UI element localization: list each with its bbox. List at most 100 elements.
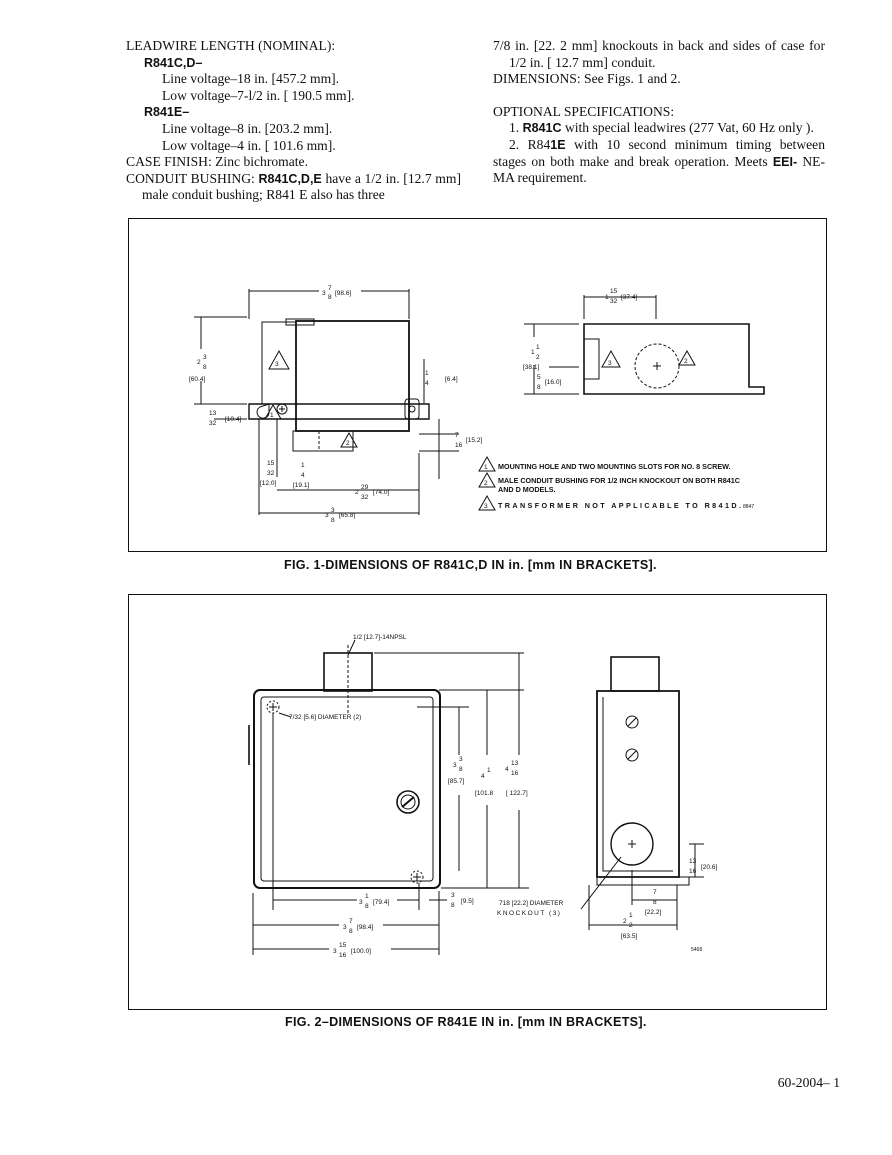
fig1-side-body [583, 323, 765, 395]
fig1-note2a: MALE CONDUIT BUSHING FOR 1/2 INCH KNOCKO… [498, 476, 740, 485]
figure-2-drawing: 1/2 [12.7]-14NPSL 7/32 [5.6] DIAMETER (2… [248, 634, 717, 959]
fig2-front-body [253, 689, 441, 889]
f2-r-n: 3 [451, 892, 455, 899]
fig1-note3-triangle-icon [268, 349, 290, 370]
f1-h-n: 3 [203, 354, 207, 361]
fig1-note1-triangle-icon [264, 403, 282, 420]
fig1-note3: TRANSFORMER NOT APPLICABLE TO R841D. [498, 501, 743, 510]
conduit-text: have a 1/2 in. [12.7 mm] male conduit bu… [142, 170, 461, 203]
fig1-mounting-hole-icon [276, 403, 288, 415]
f2-h2-mm: [101.8 [475, 790, 493, 797]
page-number: 60-2004– 1 [777, 1075, 840, 1090]
case-finish: CASE FINISH: Zinc bichromate. [126, 154, 308, 170]
optional-heading: OPTIONAL SPECIFICATIONS: [493, 103, 675, 119]
optional-item-1: 1. R841C with special leadwires (277 Vat… [493, 120, 825, 137]
fig2-side-nipple [610, 656, 660, 692]
note3-triangle-icon [478, 494, 496, 511]
knockout-text: 7/8 in. [22. 2 mm] knockouts in back and… [493, 38, 825, 70]
cd-model: R841C,D– [144, 55, 203, 70]
conduit-models: R841C,D,E [258, 171, 322, 186]
fig1-note1: MOUNTING HOLE AND TWO MOUNTING SLOTS FOR… [498, 462, 731, 471]
f2-w3-whole: 3 [333, 948, 337, 955]
f2-w2-d: 8 [349, 928, 353, 935]
svg-text:3: 3 [484, 503, 488, 510]
f2-s1-mm: [20.6] [701, 864, 717, 871]
f1-sideh-n: 1 [536, 344, 540, 351]
f1-top-n: 7 [328, 285, 332, 292]
f2-w1-n: 1 [365, 893, 369, 900]
f1-full-n: 3 [331, 507, 335, 514]
f1-mid-mm: [74.0] [373, 489, 389, 496]
opt1-number: 1. [509, 120, 520, 136]
f2-h3-mm: [ 122.7] [506, 790, 528, 797]
leadwire-heading: LEADWIRE LENGTH (NOMINAL): [126, 38, 336, 53]
f2-r-mm: [9.5] [461, 898, 474, 905]
fig1-caption-pre: FIG. 1-DIMENSIONS OF [284, 558, 430, 572]
f2-h2-whole: 4 [481, 773, 485, 780]
fig1-base-flange [248, 403, 430, 420]
f1-top-d: 8 [328, 294, 332, 301]
f1-full-mm: [65.8] [339, 512, 355, 519]
fig2-knockout-label-1: 718 [22.2] DIAMETER [499, 900, 564, 907]
note1-triangle-icon [478, 455, 496, 472]
fig2-knockout-icon [610, 822, 654, 866]
figure-2-caption: FIG. 2–DIMENSIONS OF R841E IN in. [mm IN… [285, 1015, 647, 1029]
f2-s3-d: 2 [629, 922, 633, 929]
f1-base-mm: [10.4] [225, 416, 241, 423]
f2-s3-whole: 2 [623, 918, 627, 925]
f2-w2-whole: 3 [343, 924, 347, 931]
dimensions-ref: DIMENSIONS: See Figs. 1 and 2. [493, 71, 681, 87]
f1-left-d: 32 [267, 470, 275, 477]
f2-s1-n: 13 [689, 858, 697, 865]
f2-h3-d: 16 [511, 770, 519, 777]
f2-h1-d: 8 [459, 766, 463, 773]
f2-w1-mm: [79.4] [373, 899, 389, 906]
cd-low-voltage: Low voltage–7-l/2 in. [ 190.5 mm]. [162, 87, 355, 103]
figure-1-caption: FIG. 1-DIMENSIONS OF R841C,D IN in. [mm … [284, 558, 657, 572]
f1-right-d: 4 [425, 380, 429, 387]
right-column: 7/8 in. [22. 2 mm] knockouts in back and… [493, 38, 825, 187]
f1-q-n: 1 [301, 462, 305, 469]
conduit-bushing: CONDUIT BUSHING: R841C,D,E have a 1/2 in… [126, 171, 461, 204]
f2-s2-n: 7 [653, 889, 657, 896]
f1-bot-mm: [15.2] [466, 437, 482, 444]
f2-h2-n: 1 [487, 767, 491, 774]
opt1-text: with special leadwires (277 Vat, 60 Hz o… [564, 120, 814, 136]
f1-side-mm: [37.4] [621, 294, 637, 301]
f2-w3-d: 16 [339, 952, 347, 959]
f1-top-mm: [98.6] [335, 290, 351, 297]
e-line-voltage: Line voltage–8 in. [203.2 mm]. [162, 120, 333, 136]
f1-sideb-d: 8 [537, 384, 541, 391]
f2-s1-d: 16 [689, 868, 697, 875]
fig2-screw-icon [396, 790, 420, 814]
f1-right-n: 1 [425, 370, 429, 377]
f1-h-mm: [60.4] [189, 376, 205, 383]
figure-1-drawing: 3 1 2 3 2 1 2 3 [189, 285, 765, 524]
f2-h1-whole: 3 [453, 762, 457, 769]
f1-full-whole: 3 [325, 512, 329, 519]
f1-sideb-n: 5 [537, 374, 541, 381]
opt2-tail: NE-MA requirement. [493, 153, 825, 186]
opt1-model: R841C [522, 121, 562, 136]
f2-w1-whole: 3 [359, 899, 363, 906]
f2-w3-n: 15 [339, 942, 347, 949]
fig1-caption-post: IN in. [mm IN BRACKETS]. [491, 558, 657, 572]
f1-sideh-d: 2 [536, 354, 540, 361]
note2-triangle-icon [478, 471, 496, 488]
f2-h3-n: 13 [511, 760, 519, 767]
f1-mid-whole: 2 [355, 489, 359, 496]
e-low-voltage: Low voltage–4 in. [ 101.6 mm]. [162, 137, 336, 153]
f2-h3-whole: 4 [505, 766, 509, 773]
optional-item-2: 2. R841E with 10 second minimum timing b… [493, 137, 825, 187]
fig2-side-body [596, 690, 680, 878]
fig2-code: 5468 [691, 947, 702, 953]
f1-bot-d: 16 [455, 442, 463, 449]
f1-bot-n: 7 [455, 432, 459, 439]
f1-h-d: 8 [203, 364, 207, 371]
f1-sideh-whole: 1 [531, 349, 535, 356]
fig1-front-body [295, 320, 410, 432]
f1-sideb-mm: [16.0] [545, 379, 561, 386]
f1-side-whole: 1 [605, 294, 609, 301]
f1-side-n: 15 [610, 288, 618, 295]
f1-top-whole: 3 [322, 290, 326, 297]
